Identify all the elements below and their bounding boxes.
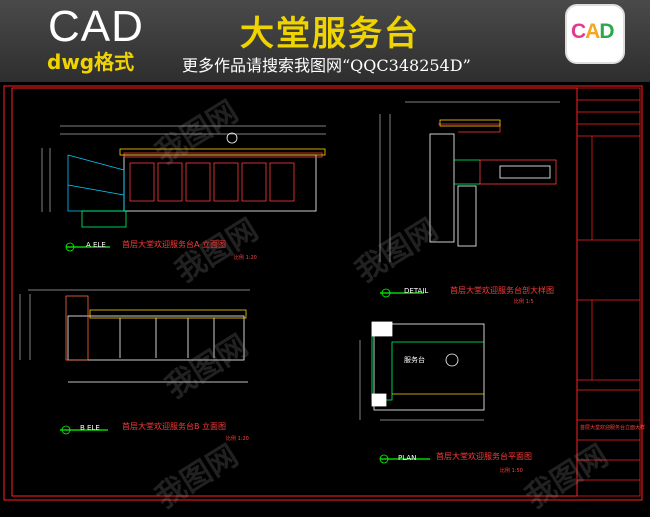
- title-block: [576, 87, 641, 497]
- plan-scale: 比例 1:50: [500, 468, 523, 474]
- cad-logo: CAD: [565, 4, 625, 64]
- elevation-b-caption: 首层大堂欢迎服务台B 立面图: [122, 422, 227, 431]
- elevation-a-drawing: [41, 125, 326, 252]
- format-label: dwg格式: [47, 50, 135, 74]
- page-title: 大堂服务台: [240, 14, 420, 54]
- cad-drawing: [3, 85, 643, 501]
- detail-tag: DETAIL: [404, 287, 429, 295]
- elevation-b-scale: 比例 1:20: [226, 436, 249, 442]
- elevation-a-caption: 首层大堂欢迎服务台A 立面图: [122, 240, 227, 249]
- detail-scale: 比例 1:5: [514, 299, 534, 305]
- elevation-a-tag: A ELE: [86, 241, 106, 249]
- search-hint: 更多作品请搜索我图网“QQC348254D”: [182, 56, 471, 75]
- elevation-b-tag: B ELE: [80, 424, 100, 432]
- elevation-a-scale: 比例 1:20: [234, 255, 257, 261]
- plan-caption: 首层大堂欢迎服务台平面图: [436, 452, 532, 461]
- detail-caption: 首层大堂欢迎服务台剖大样图: [450, 286, 554, 295]
- plan-room-label: 服务台: [404, 356, 425, 364]
- outer-frame: [3, 85, 643, 501]
- cad-label: CAD: [48, 2, 144, 51]
- plan-tag: PLAN: [398, 454, 417, 462]
- header-banner: CAD dwg格式 大堂服务台 更多作品请搜索我图网“QQC348254D” C…: [0, 0, 650, 82]
- detail-drawing: [379, 101, 560, 298]
- elevation-b-drawing: [19, 289, 250, 435]
- plan-drawing: [359, 321, 485, 464]
- title-block-drawing-name: 首层大堂欢迎服务台立面大样: [580, 425, 646, 431]
